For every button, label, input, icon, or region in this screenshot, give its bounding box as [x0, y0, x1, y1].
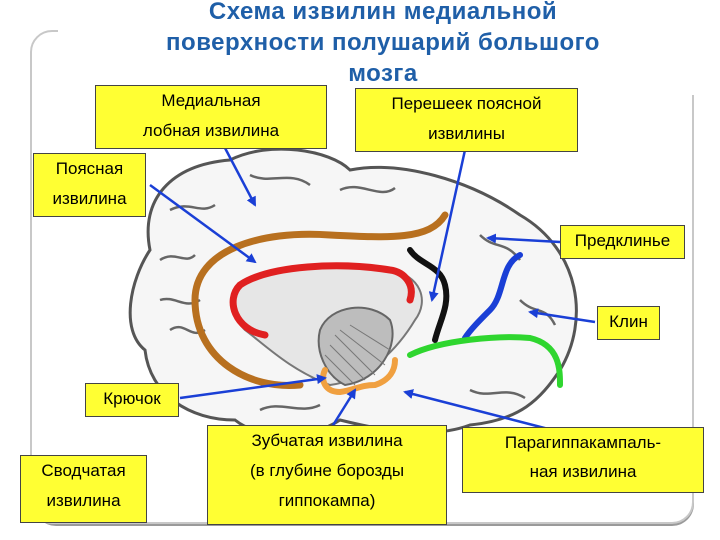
label-isthmus: Перешеек поясной извилины [355, 88, 578, 152]
label-fornicate: Сводчатая извилина [20, 455, 147, 523]
label-uncus: Крючок [85, 383, 179, 417]
page-title: Схема извилин медиальной поверхности пол… [58, 0, 708, 89]
label-isthmus-line1: Перешеек поясной [356, 89, 577, 119]
label-medial-frontal-line2: лобная извилина [96, 116, 326, 146]
label-cingulate: Поясная извилина [33, 153, 146, 217]
label-dentate-line1: Зубчатая извилина [208, 426, 446, 456]
label-medial-frontal: Медиальная лобная извилина [95, 85, 327, 149]
label-cingulate-line1: Поясная [34, 154, 145, 184]
label-cingulate-line2: извилина [34, 184, 145, 214]
label-fornicate-line1: Сводчатая [21, 456, 146, 486]
label-precuneus: Предклинье [560, 225, 685, 259]
label-dentate: Зубчатая извилина (в глубине борозды гип… [207, 425, 447, 525]
label-fornicate-line2: извилина [21, 486, 146, 516]
label-isthmus-line2: извилины [356, 119, 577, 149]
label-cuneus: Клин [597, 306, 660, 340]
label-medial-frontal-line1: Медиальная [96, 86, 326, 116]
label-parahippocampal: Парагиппакампаль- ная извилина [462, 427, 704, 493]
label-parahippocampal-line1: Парагиппакампаль- [463, 428, 703, 457]
title-line-2: поверхности полушарий большого [58, 27, 708, 58]
label-dentate-line3: гиппокампа) [208, 486, 446, 516]
label-parahippocampal-line2: ная извилина [463, 457, 703, 486]
label-dentate-line2: (в глубине борозды [208, 456, 446, 486]
title-line-1: Схема извилин медиальной [58, 0, 708, 27]
